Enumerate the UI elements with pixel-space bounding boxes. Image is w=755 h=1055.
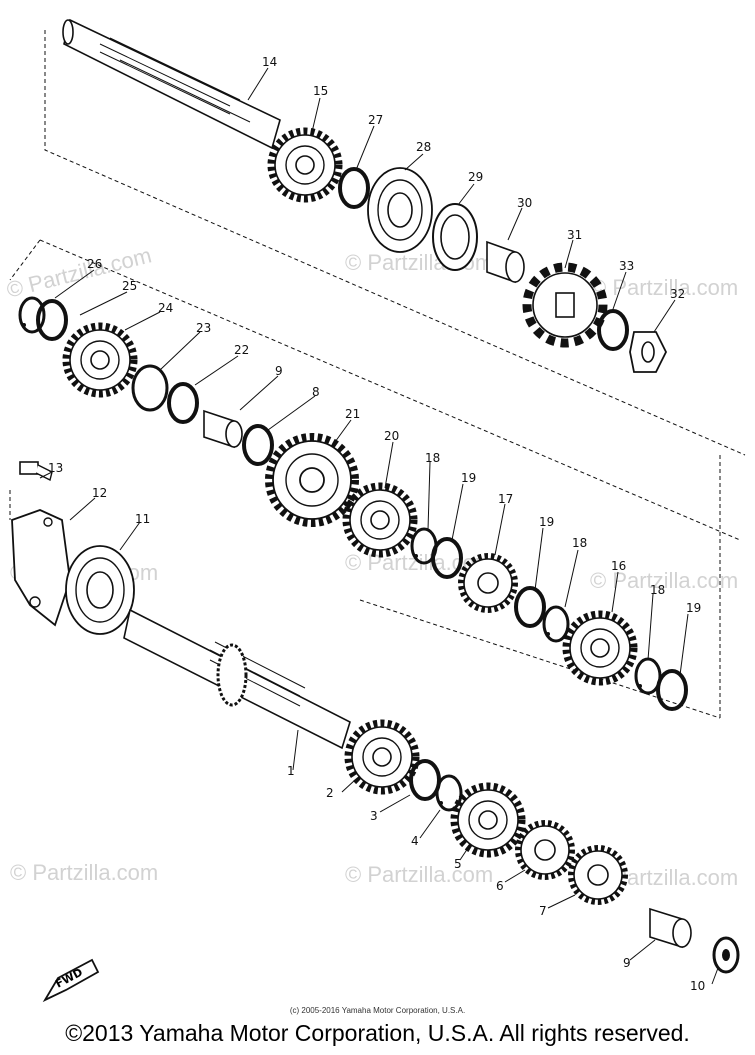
callout-15: 15 <box>313 84 328 98</box>
callout-26: 26 <box>87 257 102 271</box>
collar-30 <box>486 240 525 284</box>
assembly-outline <box>9 30 746 719</box>
callout-32: 32 <box>670 287 685 301</box>
washer-27 <box>338 167 370 209</box>
gear-16 <box>566 614 634 682</box>
callout-20: 20 <box>384 429 399 443</box>
callout-28: 28 <box>416 140 431 154</box>
gear-7 <box>571 848 625 902</box>
callout-29: 29 <box>468 170 483 184</box>
gear-24 <box>66 326 134 394</box>
washer-10 <box>712 936 740 974</box>
washer-19 <box>656 669 688 711</box>
lock-washer-33 <box>597 309 629 351</box>
watermark: © Partzilla.com <box>345 862 494 887</box>
main-axle <box>123 608 351 750</box>
callout-14: 14 <box>262 55 277 69</box>
callout-24: 24 <box>158 301 173 315</box>
gear-2 <box>348 723 416 791</box>
bolt-13 <box>19 461 53 482</box>
bush-9 <box>203 409 243 449</box>
washer-19 <box>431 537 463 579</box>
drive-axle <box>62 18 281 150</box>
callout-10: 10 <box>690 979 705 993</box>
callout-19: 19 <box>461 471 476 485</box>
gear-6 <box>518 823 572 877</box>
callout-numbers: 1 2 3 4 5 6 7 8 9 9 10 11 12 13 14 15 16… <box>48 55 705 993</box>
callout-25: 25 <box>122 279 137 293</box>
watermark: © Partzilla.com <box>590 568 739 593</box>
callout-19: 19 <box>539 515 554 529</box>
callout-13: 13 <box>48 461 63 475</box>
bearing-11 <box>65 545 135 635</box>
circlip-18 <box>542 605 570 643</box>
callout-9: 9 <box>623 956 631 970</box>
callout-2: 2 <box>326 786 334 800</box>
gear-15 <box>271 131 339 199</box>
bush-9 <box>649 907 692 949</box>
washer-8 <box>242 424 274 466</box>
callout-31: 31 <box>567 228 582 242</box>
leader-lines <box>39 67 719 985</box>
nut-32 <box>629 331 668 373</box>
washer-19 <box>514 586 546 628</box>
callout-19: 19 <box>686 601 701 615</box>
callout-3: 3 <box>370 809 378 823</box>
washer-3 <box>409 759 441 801</box>
fwd-arrow: FWD <box>42 958 100 1003</box>
callout-11: 11 <box>135 512 150 526</box>
callout-9: 9 <box>275 364 283 378</box>
copyright-small: (c) 2005-2016 Yamaha Motor Corporation, … <box>289 1006 466 1015</box>
gear-17 <box>461 556 515 610</box>
assembly-outline <box>39 239 741 541</box>
watermark: © Partzilla.com <box>10 860 159 885</box>
shim-23 <box>131 364 169 412</box>
gear-20 <box>346 486 414 554</box>
callout-18: 18 <box>572 536 587 550</box>
callout-30: 30 <box>517 196 532 210</box>
callout-12: 12 <box>92 486 107 500</box>
callout-18: 18 <box>425 451 440 465</box>
oil-seal-29 <box>432 203 478 271</box>
sprocket-31 <box>522 262 608 348</box>
callout-1: 1 <box>287 764 295 778</box>
callout-6: 6 <box>496 879 504 893</box>
circlip-4 <box>435 774 463 812</box>
callout-7: 7 <box>539 904 547 918</box>
callout-21: 21 <box>345 407 360 421</box>
callout-22: 22 <box>234 343 249 357</box>
callout-16: 16 <box>611 559 626 573</box>
callout-23: 23 <box>196 321 211 335</box>
copyright-main: ©2013 Yamaha Motor Corporation, U.S.A. A… <box>65 1020 690 1046</box>
callout-5: 5 <box>454 857 462 871</box>
washer-22 <box>167 382 199 424</box>
callout-18: 18 <box>650 583 665 597</box>
callout-17: 17 <box>498 492 513 506</box>
callout-33: 33 <box>619 259 634 273</box>
callout-8: 8 <box>312 385 320 399</box>
watermark: © Partzilla.com <box>590 275 739 300</box>
gear-5 <box>454 786 522 854</box>
callout-27: 27 <box>368 113 383 127</box>
bearing-plate-12 <box>11 509 71 627</box>
callout-4: 4 <box>411 834 419 848</box>
bearing-28 <box>367 167 433 253</box>
gear-21 <box>269 437 355 523</box>
